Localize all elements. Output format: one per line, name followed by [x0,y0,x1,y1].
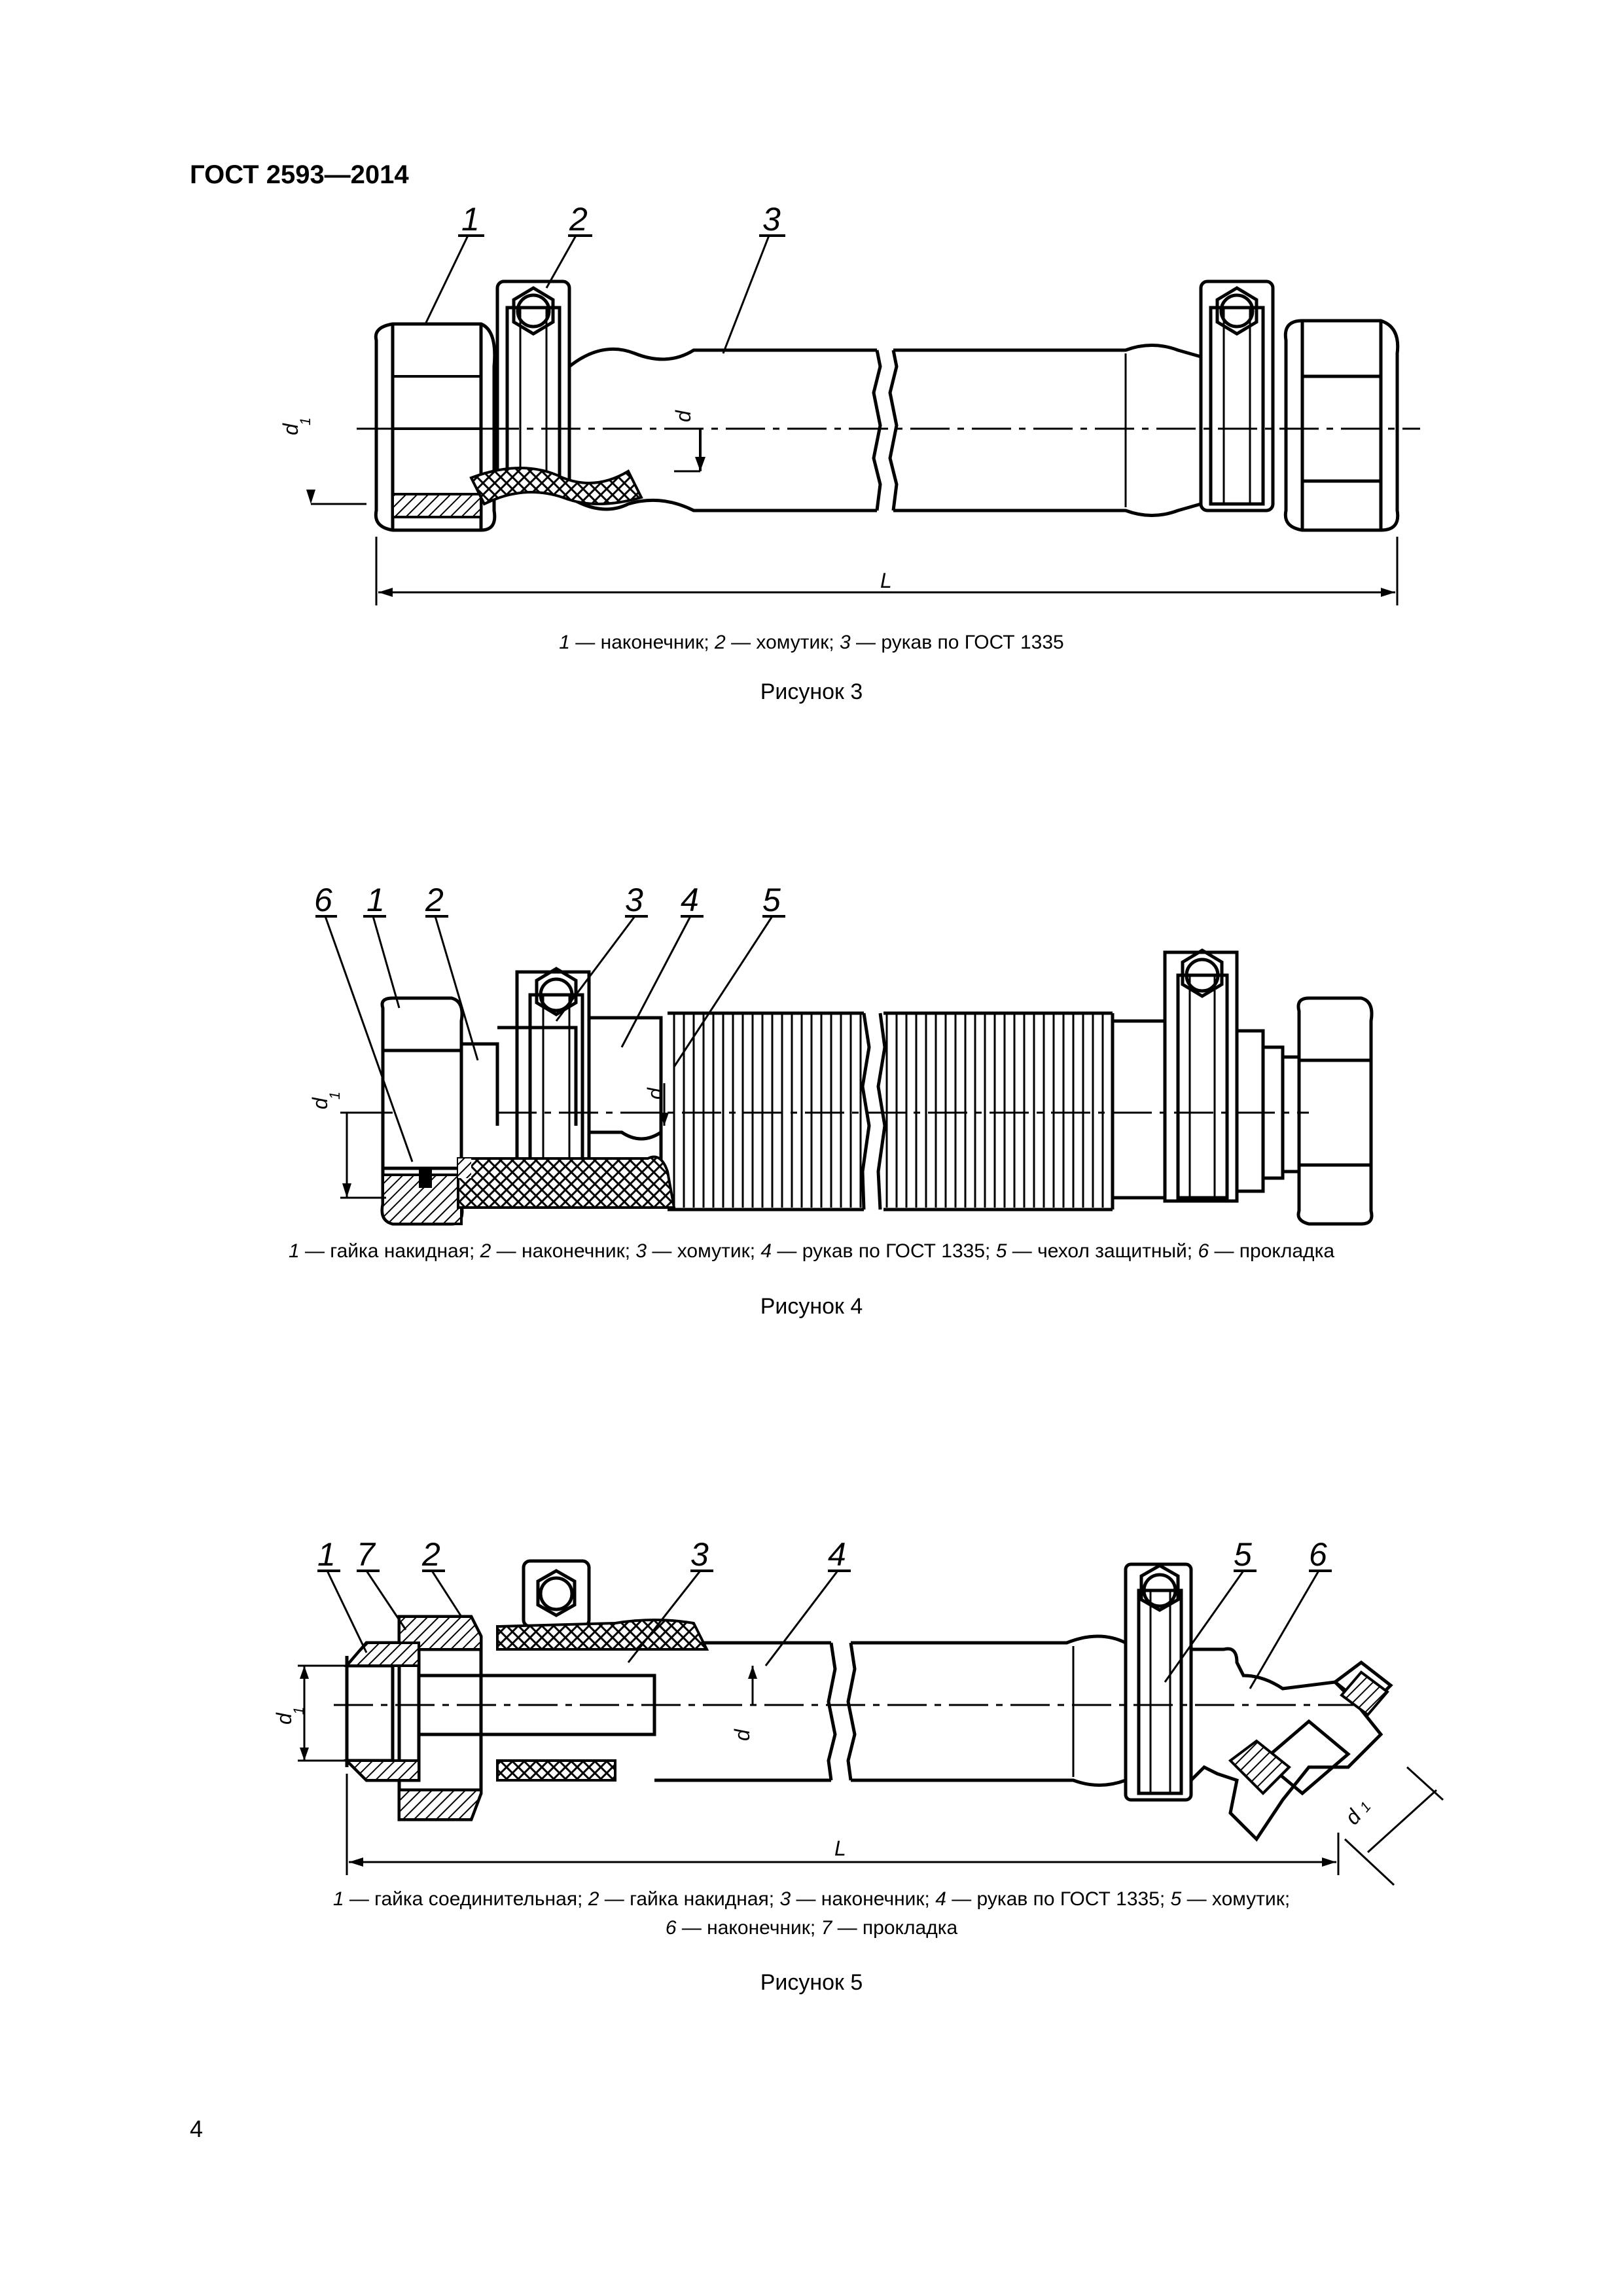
fig5-dim-d1: d [272,1712,296,1725]
fig5-callout-2: 2 [421,1536,440,1573]
fig4-callout-5: 5 [762,882,781,918]
fig5-dim-d1-angled-sub: 1 [1357,1799,1374,1815]
fig4-callout-4: 4 [681,882,699,918]
fig5-callout-4: 4 [828,1536,846,1573]
fig5-dim-d: d [730,1729,754,1741]
fig5-callout-3: 3 [690,1536,709,1573]
fig3-dim-d1-sub: 1 [297,418,313,425]
fig4-callout-2: 2 [425,882,444,918]
figure-5-drawing: 1 7 2 3 4 5 6 d 1 d L d 1 [272,1536,1444,1886]
fig5-dim-L: L [834,1837,846,1860]
figure-3-drawing: 1 2 3 d 1 d L [279,201,1420,605]
figure-5-legend-line-2: 6 — наконечник; 7 — прокладка [665,1917,958,1939]
document-header: ГОСТ 2593—2014 [190,160,409,189]
fig5-callout-7: 7 [357,1536,376,1573]
figure-3-title: Рисунок 3 [760,679,863,704]
page-number: 4 [190,2115,204,2142]
fig4-dim-d: d [643,1087,667,1100]
figure-5-legend-line-1: 1 — гайка соединительная; 2 — гайка наки… [332,1888,1291,1910]
fig4-dim-d1: d [308,1097,332,1109]
fig5-callout-5: 5 [1234,1536,1252,1573]
fig4-dim-d1-sub: 1 [327,1092,343,1100]
figure-5-title: Рисунок 5 [760,1970,863,1995]
fig4-callout-1: 1 [366,882,385,918]
fig3-dim-L: L [880,569,892,592]
fig4-callout-3: 3 [625,882,643,918]
fig3-dim-d1: d [279,423,302,435]
fig4-callout-6: 6 [314,882,332,918]
fig3-callout-2: 2 [569,201,588,238]
fig5-dim-d1-sub: 1 [291,1707,307,1715]
figure-4-title: Рисунок 4 [760,1294,863,1319]
fig5-callout-1: 1 [317,1536,336,1573]
fig3-callout-3: 3 [762,201,781,238]
figure-4-legend: 1 — гайка накидная; 2 — наконечник; 3 — … [288,1240,1335,1262]
figure-3-legend: 1 — наконечник; 2 — хомутик; 3 — рукав п… [559,632,1064,653]
fig5-callout-6: 6 [1309,1536,1327,1573]
figure-4-drawing: 6 1 2 3 4 5 d 1 d [308,882,1374,1226]
fig3-dim-d: d [671,410,695,422]
figure-5-legend: 1 — гайка соединительная; 2 — гайка наки… [0,1885,1623,1943]
fig3-callout-1: 1 [461,201,480,238]
